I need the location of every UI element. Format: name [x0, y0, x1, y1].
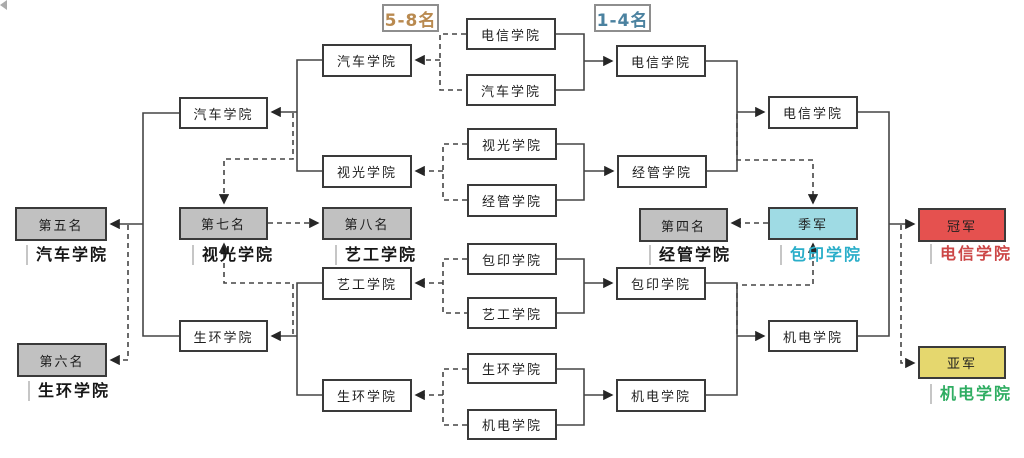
node-runner-up: 亚军 — [918, 346, 1006, 379]
label-eighth-team: 艺工学院 — [335, 245, 417, 265]
label-fifth-team: 汽车学院 — [26, 245, 108, 265]
node-qf3-winner: 包印学院 — [616, 267, 706, 300]
node-cons-r1-team-3: 艺工学院 — [322, 267, 412, 300]
node-cons-r1-team-2: 视光学院 — [322, 155, 412, 188]
node-fourth-place: 第四名 — [639, 208, 728, 242]
dashed-loser-connectors — [109, 33, 916, 426]
node-qf2-team-a: 视光学院 — [467, 128, 557, 160]
node-qf2-winner: 经管学院 — [617, 155, 707, 188]
node-champion: 冠军 — [918, 208, 1006, 242]
label-sixth-team: 生环学院 — [28, 381, 110, 401]
node-sf-bottom-winner: 机电学院 — [768, 320, 858, 352]
node-qf1-team-a: 电信学院 — [466, 18, 556, 50]
node-third-place: 季军 — [768, 207, 858, 240]
node-eighth-place: 第八名 — [322, 207, 412, 240]
node-cons-bottom-winner: 生环学院 — [179, 320, 268, 352]
node-qf3-team-b: 艺工学院 — [467, 297, 557, 329]
node-qf1-team-b: 汽车学院 — [466, 74, 556, 106]
node-qf2-team-b: 经管学院 — [467, 184, 557, 217]
node-qf3-team-a: 包印学院 — [467, 243, 557, 275]
label-runner-up-team: 机电学院 — [930, 384, 1012, 404]
label-third-team: 包印学院 — [780, 245, 862, 265]
label-fourth-team: 经管学院 — [649, 245, 731, 265]
group-tag-places-1-4: 1-4名 — [594, 4, 651, 32]
node-cons-r1-team-1: 汽车学院 — [322, 44, 412, 77]
node-qf4-team-b: 机电学院 — [467, 409, 557, 440]
node-cons-r1-team-4: 生环学院 — [322, 379, 412, 412]
node-cons-top-winner: 汽车学院 — [179, 97, 268, 129]
group-tag-places-5-8: 5-8名 — [382, 4, 439, 32]
node-sf-top-winner: 电信学院 — [768, 96, 858, 129]
node-qf4-winner: 机电学院 — [616, 379, 706, 412]
node-sixth-place: 第六名 — [17, 343, 107, 377]
node-fifth-place: 第五名 — [15, 207, 107, 241]
label-champion-team: 电信学院 — [930, 244, 1012, 264]
label-seventh-team: 视光学院 — [192, 245, 274, 265]
node-qf1-winner: 电信学院 — [616, 45, 706, 77]
edge-artifact-arrow — [0, 0, 7, 10]
node-seventh-place: 第七名 — [179, 207, 268, 240]
node-qf4-team-a: 生环学院 — [467, 353, 557, 384]
